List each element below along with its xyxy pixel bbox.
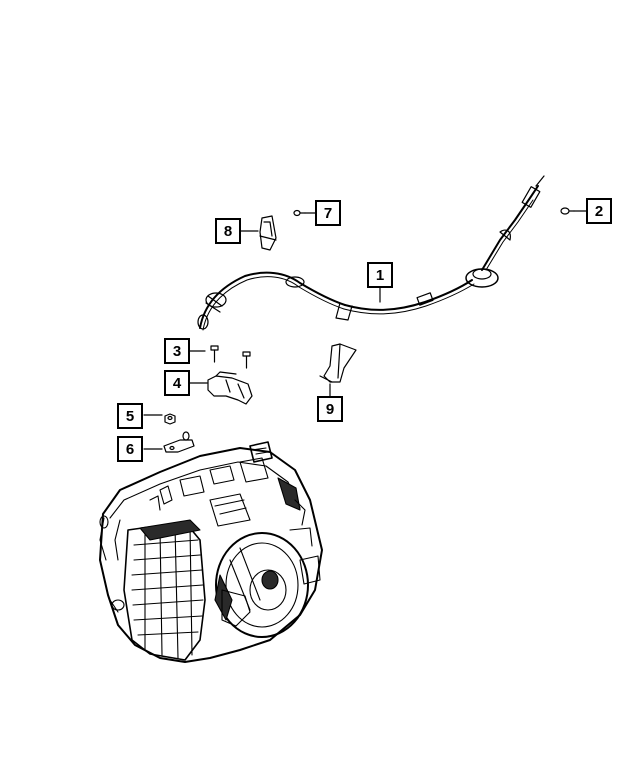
callout-label-9: 9: [317, 396, 343, 422]
callout-label-4: 4: [164, 370, 190, 396]
transmission-assembly: [99, 441, 323, 663]
bolts-part-3: [210, 345, 251, 369]
nut-part-5: [164, 413, 176, 425]
callout-label-3: 3: [164, 338, 190, 364]
callout-label-6: 6: [117, 436, 143, 462]
callout-label-8: 8: [215, 218, 241, 244]
callout-label-5: 5: [117, 403, 143, 429]
bracket-part-4: [207, 371, 253, 405]
shift-cable-part: [197, 175, 545, 331]
bracket-part-9: [319, 343, 357, 383]
callout-label-1: 1: [367, 262, 393, 288]
plate-part-6: [163, 431, 195, 453]
screw-part-2: [560, 207, 575, 215]
callout-label-2: 2: [586, 198, 612, 224]
callout-label-7: 7: [315, 200, 341, 226]
bolt-part-7: [293, 209, 306, 217]
clip-part-8: [259, 215, 277, 251]
